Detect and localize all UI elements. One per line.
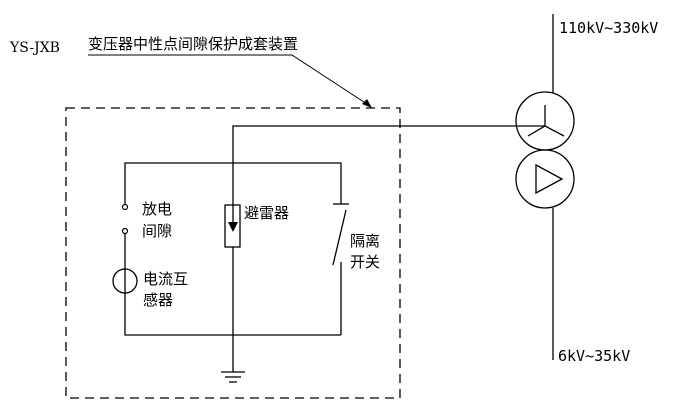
ground-icon: [221, 371, 245, 383]
switch-label-line2: 开关: [350, 253, 380, 271]
lv-voltage-label: 6kV~35kV: [558, 347, 630, 365]
internal-top-bus: [124, 162, 342, 204]
internal-bottom-bus: [124, 293, 341, 336]
gap-label-line1: 放电: [142, 200, 172, 218]
model-label: YS-JXB: [9, 40, 60, 56]
lv-winding-circle: [515, 149, 575, 209]
gap-electrode-top: [121, 203, 129, 211]
device-enclosure: [65, 107, 401, 399]
delta-connection-icon: [535, 163, 564, 195]
gap-electrode-bottom: [121, 227, 129, 235]
neutral-lead-line: [232, 125, 545, 205]
arrester-arrow-icon: [228, 222, 238, 232]
switch-label-line1: 隔离: [350, 232, 380, 250]
title-leader-line: [88, 54, 371, 107]
hv-voltage-label: 110kV~330kV: [559, 19, 658, 37]
switch-blade: [332, 209, 347, 266]
arrester-label: 避雷器: [244, 204, 289, 222]
star-connection-icon: [527, 105, 565, 137]
ct-label-line1: 电流互: [143, 270, 188, 288]
device-title: 变压器中性点间隙保护成套装置: [88, 35, 298, 53]
gap-label-line2: 间隙: [142, 222, 172, 240]
ct-label-line2: 感器: [143, 291, 173, 309]
leader-arrowhead: [362, 99, 372, 108]
